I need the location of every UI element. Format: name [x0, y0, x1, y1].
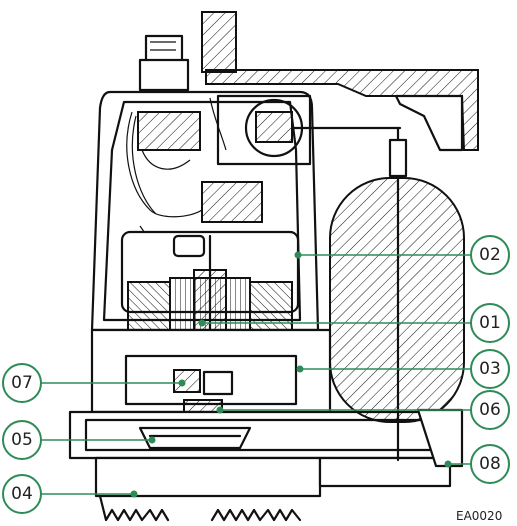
switch-compartment — [216, 94, 312, 166]
cable-gland-top — [144, 34, 184, 64]
top-connector-group — [138, 11, 237, 92]
callout-02-label: 02 — [479, 245, 501, 265]
callout-05-label: 05 — [11, 430, 33, 450]
float-arm-bracket — [394, 94, 464, 152]
callout-04: 04 — [2, 474, 42, 514]
callout-03: 03 — [470, 349, 510, 389]
upper-bearing — [172, 234, 206, 258]
callout-01: 01 — [470, 303, 510, 343]
intake-strainer-teeth — [98, 494, 302, 522]
callout-08: 08 — [470, 444, 510, 484]
reference-code: EA0020 — [456, 509, 502, 523]
lower-bearing — [173, 369, 201, 393]
callout-06: 06 — [470, 390, 510, 430]
capacitor — [201, 181, 263, 223]
callout-leaders — [36, 251, 472, 498]
terminal-block — [137, 111, 201, 151]
pump-base — [94, 456, 322, 498]
callout-06-label: 06 — [479, 400, 501, 420]
callout-07-label: 07 — [11, 373, 33, 393]
callout-03-label: 03 — [479, 359, 501, 379]
cable-gland-base — [138, 58, 190, 92]
callout-01-label: 01 — [479, 313, 501, 333]
float-rod-stop — [388, 138, 408, 178]
mechanical-seal-holder — [202, 370, 234, 396]
seal-chamber — [124, 354, 298, 406]
callout-05: 05 — [2, 420, 42, 460]
callout-08-label: 08 — [479, 454, 501, 474]
callout-07: 07 — [2, 363, 42, 403]
impeller — [138, 426, 252, 450]
callout-04-label: 04 — [11, 484, 33, 504]
base-extension — [318, 456, 452, 488]
callout-02: 02 — [470, 235, 510, 275]
switch-mechanism — [255, 111, 293, 143]
discharge-top-block — [201, 11, 237, 73]
motor-housing-inner-wall — [102, 100, 302, 322]
